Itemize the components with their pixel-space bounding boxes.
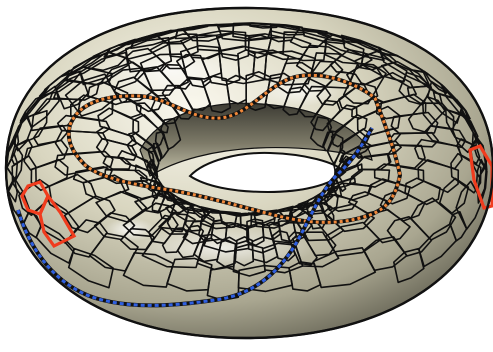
- torus-figure: [0, 0, 493, 352]
- torus-svg: [0, 0, 493, 352]
